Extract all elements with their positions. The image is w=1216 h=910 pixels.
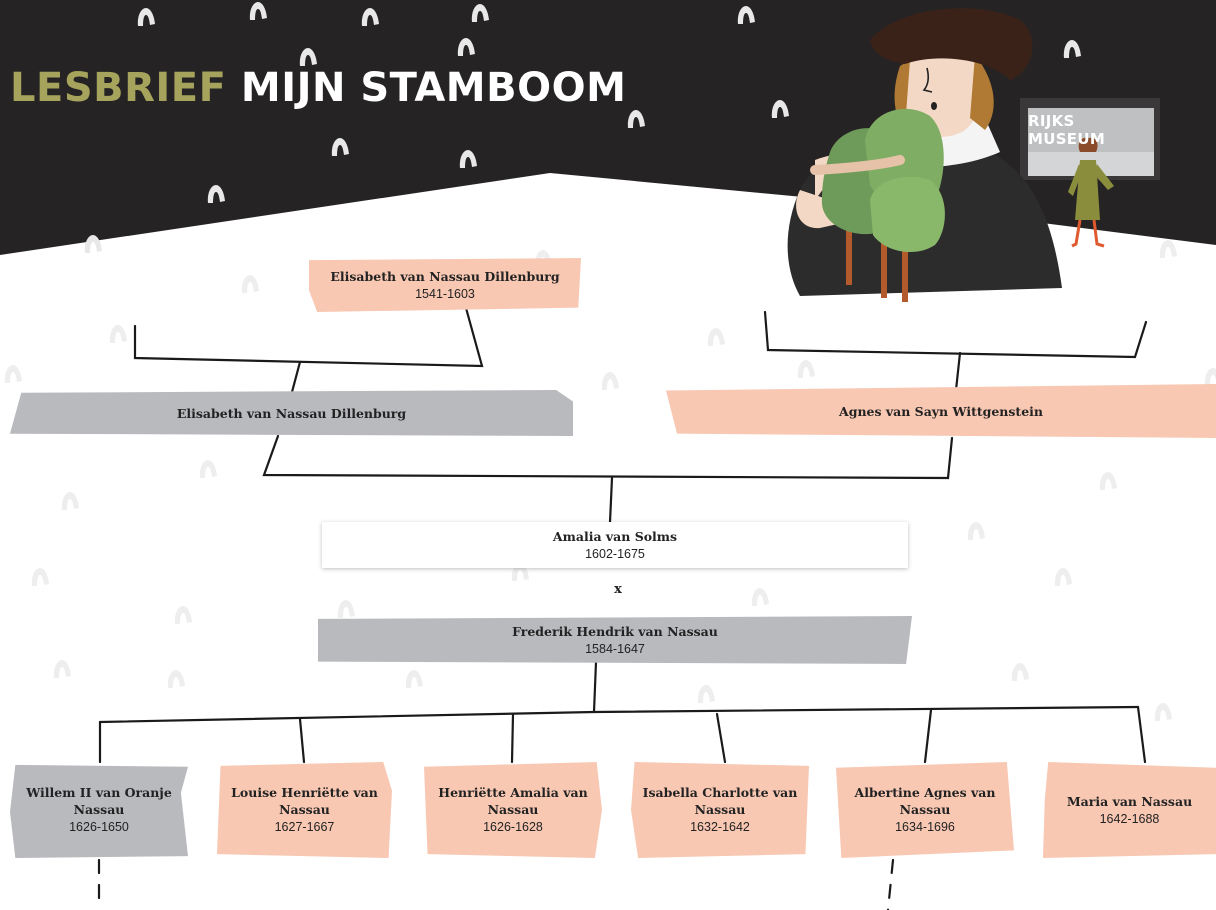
decorative-arch-mark xyxy=(471,4,489,22)
person-name: Maria van Nassau xyxy=(1066,793,1193,809)
decorative-arch-mark xyxy=(627,110,645,128)
decorative-arch-mark xyxy=(207,185,225,203)
page-title: LESBRIEF MIJN STAMBOOM xyxy=(10,60,626,116)
connector-child-3 xyxy=(510,712,515,764)
decorative-arch-mark xyxy=(199,460,217,478)
person-name: Henriëtte Amalia van Nassau xyxy=(438,785,588,817)
decorative-arch-mark xyxy=(137,8,155,26)
connector-child-6 xyxy=(1136,705,1147,764)
decorative-arch-mark xyxy=(109,325,127,343)
connector-middle xyxy=(262,434,954,480)
decorative-arch-mark xyxy=(167,670,185,688)
decorative-arch-mark xyxy=(601,372,619,390)
decorative-arch-mark xyxy=(405,670,423,688)
decorative-arch-mark xyxy=(751,588,769,606)
connector-child-5 xyxy=(923,708,933,764)
person-name: Isabella Charlotte van Nassau xyxy=(642,785,798,817)
decorative-arch-mark xyxy=(1159,240,1177,258)
title-mijn-stamboom: MIJN STAMBOOM xyxy=(240,65,627,111)
decorative-arch-mark xyxy=(1154,703,1172,721)
decorative-arch-mark xyxy=(1099,472,1117,490)
person-name: Amalia van Solms xyxy=(552,528,678,544)
decorative-arch-mark xyxy=(174,606,192,624)
person-years: 1626-1650 xyxy=(69,820,129,834)
decorative-arch-mark xyxy=(459,150,477,168)
person-box-mother: Amalia van Solms 1602-1675 xyxy=(322,522,908,568)
decorative-arch-mark xyxy=(361,8,379,26)
decorative-arch-mark xyxy=(1011,663,1029,681)
connector-top-right xyxy=(763,310,1148,359)
decorative-arch-mark xyxy=(249,2,267,20)
person-years: 1584-1647 xyxy=(585,641,645,656)
decorative-arch-mark xyxy=(1204,368,1216,386)
decorative-arch-mark xyxy=(967,522,985,540)
person-box-grandparent-left: Elisabeth van Nassau Dillenburg xyxy=(10,390,573,436)
person-name: Willem II van Oranje Nassau xyxy=(26,785,172,817)
connector-child-2 xyxy=(298,717,306,764)
museum-sign-text: RIJKS MUSEUM xyxy=(1028,112,1106,148)
connector-top-left xyxy=(133,306,484,368)
decorative-arch-mark xyxy=(53,660,71,678)
decorative-arch-mark xyxy=(737,6,755,24)
decorative-arch-mark xyxy=(84,235,102,253)
person-name: Agnes van Sayn Wittgenstein xyxy=(839,403,1043,419)
person-years: 1627-1667 xyxy=(274,820,335,834)
connector-middle-stem xyxy=(608,476,614,524)
person-box-child: Henriëtte Amalia van Nassau 1626-1628 xyxy=(424,762,602,858)
person-years: 1634-1696 xyxy=(895,820,955,834)
decorative-arch-mark xyxy=(337,600,355,618)
person-box-child: Willem II van Oranje Nassau 1626-1650 xyxy=(10,764,188,858)
decorative-arch-mark xyxy=(771,100,789,118)
person-box-father: Frederik Hendrik van Nassau 1584-1647 xyxy=(318,616,912,664)
person-name: Elisabeth van Nassau Dillenburg xyxy=(330,268,560,284)
person-box-child: Albertine Agnes van Nassau 1634-1696 xyxy=(836,762,1014,858)
descendant-line-right xyxy=(886,858,895,910)
decorative-arch-mark xyxy=(4,365,23,383)
person-years: 1632-1642 xyxy=(690,820,750,834)
decorative-arch-mark xyxy=(1054,568,1072,586)
person-box-top-ancestor: Elisabeth van Nassau Dillenburg 1541-160… xyxy=(309,258,581,312)
person-name: Elisabeth van Nassau Dillenburg xyxy=(176,405,407,421)
person-years: 1602-1675 xyxy=(585,546,645,561)
person-box-child: Louise Henriëtte van Nassau 1627-1667 xyxy=(217,762,392,858)
connector-top-left-stem xyxy=(290,360,302,394)
person-box-child: Maria van Nassau 1642-1688 xyxy=(1043,762,1216,858)
decorative-arch-mark xyxy=(31,568,49,586)
decorative-arch-mark xyxy=(797,360,815,378)
connector-father-stem xyxy=(592,660,598,714)
girl-figure xyxy=(1068,137,1114,248)
decorative-arch-mark xyxy=(241,275,259,293)
marriage-symbol: x xyxy=(614,582,622,597)
title-lesbrief: LESBRIEF xyxy=(10,65,227,111)
connector-child-4 xyxy=(715,712,727,764)
person-name: Frederik Hendrik van Nassau xyxy=(512,623,718,639)
decorative-arch-mark xyxy=(61,492,79,510)
museum-illustration xyxy=(1020,98,1160,248)
person-box-child: Isabella Charlotte van Nassau 1632-1642 xyxy=(631,762,809,858)
person-years: 1642-1688 xyxy=(1099,811,1160,826)
decorative-arch-mark xyxy=(331,138,349,156)
connector-top-right-stem xyxy=(954,351,962,392)
decorative-arch-mark xyxy=(457,38,475,56)
decorative-arch-mark xyxy=(299,48,317,66)
decorative-arch-mark xyxy=(1063,40,1081,58)
person-years: 1541-1603 xyxy=(415,286,475,301)
man-with-tree-illustration xyxy=(787,8,1062,302)
person-name: Louise Henriëtte van Nassau xyxy=(231,785,378,817)
decorative-arch-mark xyxy=(707,328,725,346)
person-name: Albertine Agnes van Nassau xyxy=(854,785,996,817)
decorative-arch-mark xyxy=(697,685,715,703)
connector-children-bar xyxy=(98,705,1140,724)
person-box-grandparent-right: Agnes van Sayn Wittgenstein xyxy=(666,384,1216,438)
person-years: 1626-1628 xyxy=(483,820,543,834)
